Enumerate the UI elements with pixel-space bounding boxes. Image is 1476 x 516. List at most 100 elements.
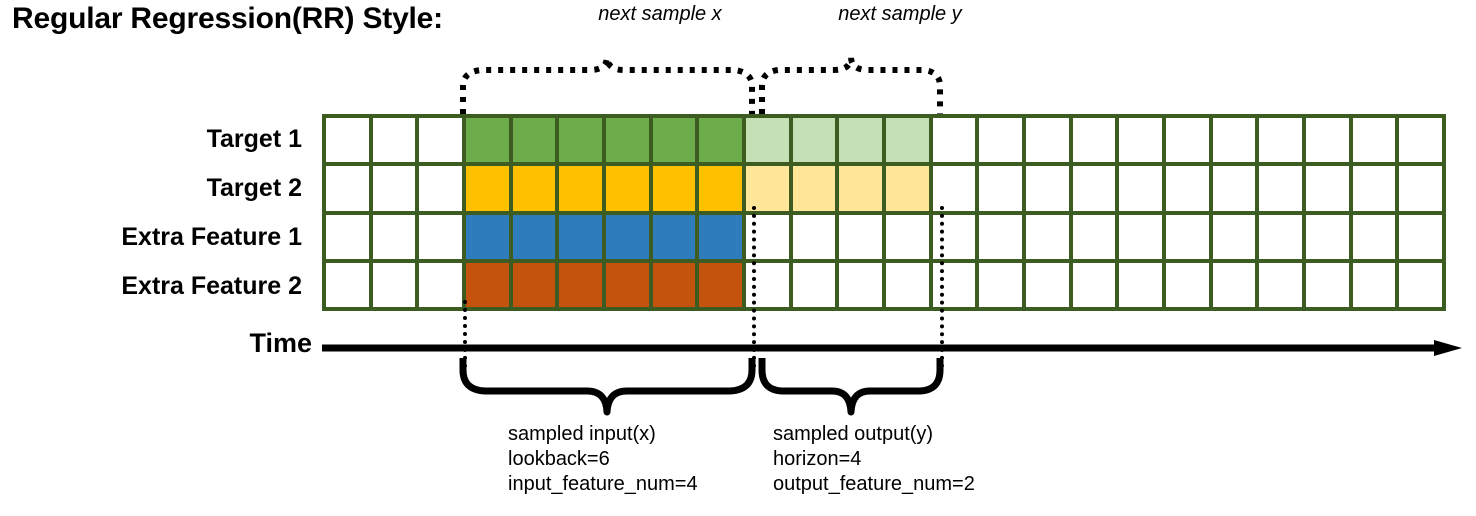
grid-cell-empty-r0-c18 xyxy=(1166,118,1209,163)
grid-cell-input-r0-c5 xyxy=(559,118,602,163)
grid-cell-empty-r0-c1 xyxy=(372,118,416,163)
grid-cell-output-r0-c10 xyxy=(792,118,836,163)
grid-cell-empty-r3-c21 xyxy=(1306,262,1349,307)
grid-cell-empty-r1-c2 xyxy=(419,166,462,211)
page-title: Regular Regression(RR) Style: xyxy=(12,2,443,35)
grid-cell-input-r3-c5 xyxy=(559,262,602,307)
grid-cell-empty-r3-c11 xyxy=(839,262,882,307)
grid-cell-empty-r3-c0 xyxy=(326,262,369,307)
grid-cell-empty-r1-c16 xyxy=(1072,166,1116,211)
row-label-target-2: Target 2 xyxy=(206,174,302,202)
caption-input-line2: lookback=6 xyxy=(508,448,610,470)
grid-cell-empty-r1-c18 xyxy=(1166,166,1209,211)
row-label-target-1: Target 1 xyxy=(206,125,302,153)
grid-cell-empty-r2-c17 xyxy=(1119,214,1162,259)
row-label-extra-feature-1: Extra Feature 1 xyxy=(121,223,302,251)
grid-cell-empty-r3-c23 xyxy=(1399,262,1442,307)
grid-cell-empty-r2-c10 xyxy=(792,214,836,259)
grid-cell-empty-r0-c23 xyxy=(1399,118,1442,163)
grid-cell-input-r2-c5 xyxy=(559,214,602,259)
grid-cell-input-r0-c8 xyxy=(699,118,742,163)
caption-output-line3: output_feature_num=2 xyxy=(773,473,975,495)
caption-output-line2: horizon=4 xyxy=(773,448,862,470)
grid-cell-input-r2-c6 xyxy=(606,214,649,259)
grid-cell-empty-r1-c0 xyxy=(326,166,369,211)
grid-cell-input-r2-c7 xyxy=(652,214,696,259)
grid-cell-empty-r2-c23 xyxy=(1399,214,1442,259)
grid-cell-input-r0-c4 xyxy=(512,118,556,163)
grid-cell-input-r1-c8 xyxy=(699,166,742,211)
bottom-solid-braces xyxy=(459,358,944,416)
grid-cell-empty-r1-c19 xyxy=(1212,166,1256,211)
grid-cell-empty-r0-c0 xyxy=(326,118,369,163)
row-label-column: Target 1 Target 2 Extra Feature 1 Extra … xyxy=(0,115,312,311)
grid-cell-empty-r1-c21 xyxy=(1306,166,1349,211)
caption-input-line3: input_feature_num=4 xyxy=(508,473,698,495)
grid-cell-empty-r0-c2 xyxy=(419,118,462,163)
grid-cell-empty-r2-c14 xyxy=(979,214,1022,259)
grid-cell-input-r1-c3 xyxy=(466,166,509,211)
vguide-input-end xyxy=(752,206,756,368)
grid-cell-input-r0-c7 xyxy=(652,118,696,163)
grid-cell-empty-r0-c21 xyxy=(1306,118,1349,163)
grid-cell-empty-r3-c16 xyxy=(1072,262,1116,307)
grid-cell-empty-r2-c21 xyxy=(1306,214,1349,259)
grid-cell-input-r1-c5 xyxy=(559,166,602,211)
grid-cell-empty-r3-c14 xyxy=(979,262,1022,307)
grid-cell-input-r3-c8 xyxy=(699,262,742,307)
caption-sampled-input: sampled input(x) lookback=6 input_featur… xyxy=(508,422,698,497)
grid-cell-empty-r1-c20 xyxy=(1259,166,1302,211)
grid-cell-output-r1-c11 xyxy=(839,166,882,211)
grid-cell-empty-r2-c16 xyxy=(1072,214,1116,259)
grid-cell-empty-r2-c0 xyxy=(326,214,369,259)
row-label-extra-feature-2: Extra Feature 2 xyxy=(121,272,302,300)
grid-cell-empty-r0-c22 xyxy=(1352,118,1396,163)
grid-cell-output-r0-c9 xyxy=(746,118,789,163)
grid-cell-output-r0-c11 xyxy=(839,118,882,163)
grid-cell-empty-r0-c15 xyxy=(1026,118,1069,163)
grid-cell-output-r1-c12 xyxy=(886,166,929,211)
grid-cell-input-r2-c3 xyxy=(466,214,509,259)
grid-cell-empty-r1-c15 xyxy=(1026,166,1069,211)
grid-cell-empty-r0-c13 xyxy=(932,118,976,163)
grid-cell-empty-r3-c20 xyxy=(1259,262,1302,307)
grid-cell-empty-r3-c10 xyxy=(792,262,836,307)
grid-cell-empty-r1-c1 xyxy=(372,166,416,211)
grid-cell-input-r0-c6 xyxy=(606,118,649,163)
annotation-next-sample-x: next sample x xyxy=(598,3,722,25)
grid-cell-input-r3-c3 xyxy=(466,262,509,307)
grid-cell-input-r2-c8 xyxy=(699,214,742,259)
grid-cell-empty-r2-c1 xyxy=(372,214,416,259)
grid-cell-input-r3-c7 xyxy=(652,262,696,307)
grid-cell-empty-r2-c22 xyxy=(1352,214,1396,259)
grid-cell-input-r1-c6 xyxy=(606,166,649,211)
timeseries-grid xyxy=(322,114,1446,311)
grid-cell-empty-r0-c17 xyxy=(1119,118,1162,163)
grid-cell-empty-r2-c12 xyxy=(886,214,929,259)
grid-cell-empty-r2-c11 xyxy=(839,214,882,259)
grid-cell-empty-r3-c17 xyxy=(1119,262,1162,307)
grid-cell-empty-r3-c18 xyxy=(1166,262,1209,307)
grid-cell-empty-r3-c22 xyxy=(1352,262,1396,307)
grid-cell-empty-r3-c15 xyxy=(1026,262,1069,307)
grid-cell-empty-r0-c16 xyxy=(1072,118,1116,163)
grid-cell-input-r1-c4 xyxy=(512,166,556,211)
time-axis-label: Time xyxy=(249,328,312,358)
grid-cell-empty-r3-c19 xyxy=(1212,262,1256,307)
grid-cell-empty-r2-c20 xyxy=(1259,214,1302,259)
grid-cell-empty-r0-c20 xyxy=(1259,118,1302,163)
grid-cell-empty-r3-c12 xyxy=(886,262,929,307)
grid-cell-empty-r2-c19 xyxy=(1212,214,1256,259)
annotation-next-sample-y: next sample y xyxy=(838,3,962,25)
grid-cell-input-r1-c7 xyxy=(652,166,696,211)
caption-sampled-output: sampled output(y) horizon=4 output_featu… xyxy=(773,422,975,497)
grid-cell-empty-r0-c19 xyxy=(1212,118,1256,163)
grid-cell-input-r2-c4 xyxy=(512,214,556,259)
vguide-output-end xyxy=(940,206,944,368)
grid-cell-empty-r1-c14 xyxy=(979,166,1022,211)
grid-cell-output-r1-c9 xyxy=(746,166,789,211)
grid-cell-output-r0-c12 xyxy=(886,118,929,163)
grid-cell-empty-r2-c18 xyxy=(1166,214,1209,259)
grid-cell-empty-r2-c15 xyxy=(1026,214,1069,259)
